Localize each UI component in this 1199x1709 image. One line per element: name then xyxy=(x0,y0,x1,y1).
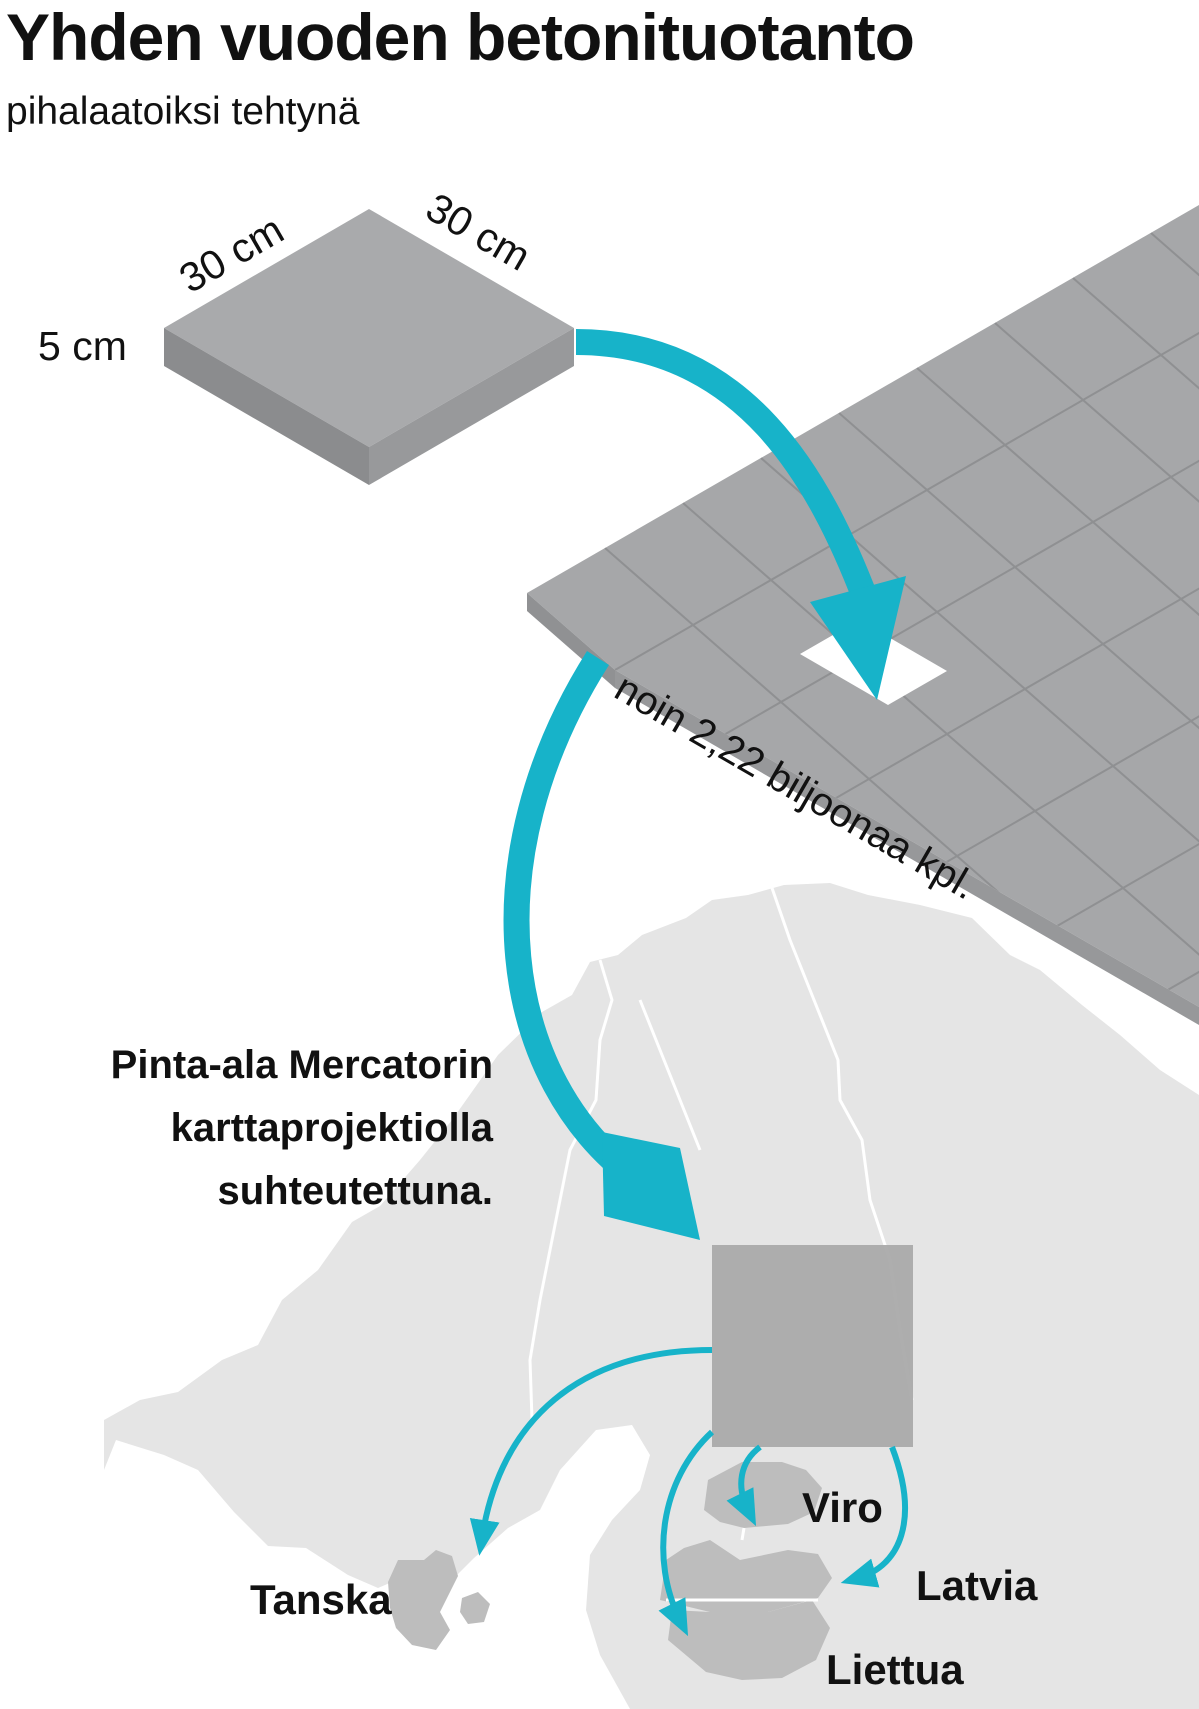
arrow-slab-to-pavement-head xyxy=(810,576,906,700)
arrow-to-latvia xyxy=(840,1445,908,1588)
map-land-denmark xyxy=(388,1550,458,1650)
map-projection-note: Pinta-ala Mercatorin karttaprojektiolla … xyxy=(111,1034,493,1223)
map-land-lithuania xyxy=(668,1600,830,1680)
map-island-zealand xyxy=(460,1592,490,1624)
page-title: Yhden vuoden betonituotanto xyxy=(6,0,915,74)
slab-right-face xyxy=(369,328,574,485)
map-land-latvia xyxy=(660,1540,832,1612)
label-denmark: Tanska xyxy=(250,1576,392,1623)
area-square xyxy=(712,1245,913,1447)
arrow-pavement-to-map xyxy=(503,651,646,1191)
arrow-to-estonia xyxy=(726,1444,762,1527)
map-land-scandinavia xyxy=(104,883,1199,1709)
label-estonia: Viro xyxy=(802,1484,883,1531)
slab-height-label: 5 cm xyxy=(38,323,127,369)
arrow-to-denmark xyxy=(469,1347,713,1556)
pavement-edge-front xyxy=(615,670,1199,1025)
country-arrows xyxy=(469,1347,908,1637)
arrows xyxy=(503,329,906,1240)
grid-seam xyxy=(916,367,1199,1007)
slab-left-face xyxy=(164,328,369,485)
label-latvia: Latvia xyxy=(916,1562,1038,1609)
grid-seam xyxy=(838,412,1199,1007)
scandinavia-map xyxy=(104,883,1199,1709)
paving-slab: 30 cm 30 cm 5 cm xyxy=(38,184,574,485)
country-labels: Tanska Viro Latvia Liettua xyxy=(250,1484,1038,1693)
grid-seam xyxy=(682,502,1199,1007)
page-subtitle: pihalaatoiksi tehtynä xyxy=(6,90,360,133)
arrow-pavement-to-map-head xyxy=(602,1132,700,1240)
arrow-to-lithuania xyxy=(658,1429,715,1637)
map-note-line: suhteutettuna. xyxy=(217,1169,493,1213)
label-lithuania: Liettua xyxy=(826,1646,964,1693)
map-note-line: karttaprojektiolla xyxy=(170,1106,493,1150)
map-note-line: Pinta-ala Mercatorin xyxy=(110,1043,493,1087)
grid-seam xyxy=(760,457,1199,1007)
grid-seam xyxy=(994,322,1199,1007)
arrow-slab-to-pavement xyxy=(575,329,879,605)
